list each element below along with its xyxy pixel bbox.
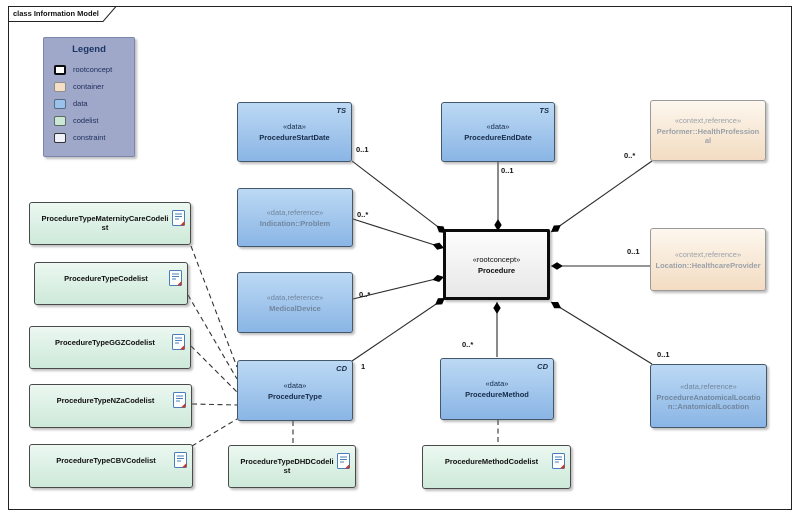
- document-icon: [169, 270, 182, 286]
- node-name: ProcedureTypeMaternityCareCodelist: [41, 214, 169, 232]
- multiplicity-anatomical-location: 0..1: [657, 350, 670, 359]
- stereotype-label: «data,reference»: [266, 207, 324, 217]
- node-name: Procedure: [477, 265, 516, 275]
- document-icon: [172, 334, 185, 350]
- node-location-healthcareprovider[interactable]: «context,reference» Location::Healthcare…: [650, 228, 766, 291]
- multiplicity-end-date: 0..1: [501, 166, 514, 175]
- data-swatch: [54, 98, 66, 109]
- node-name: Location::HealthcareProvider: [655, 260, 761, 270]
- node-name: Performer::HealthProfessional: [656, 127, 760, 145]
- stereotype-label: «data»: [486, 122, 510, 131]
- node-name: ProcedureTypeCodelist: [64, 274, 148, 283]
- rootconcept-swatch: [54, 64, 66, 75]
- legend-item-container: container: [44, 78, 134, 95]
- stereotype-label: «data,reference»: [680, 381, 737, 391]
- node-proceduretype-cbv-codelist[interactable]: ProcedureTypeCBVCodelist: [29, 444, 193, 488]
- node-name: ProcedureTypeCBVCodelist: [56, 456, 156, 465]
- node-name: ProcedureTypeDHDCodelist: [240, 457, 334, 475]
- legend-item-rootconcept: rootconcept: [44, 61, 134, 78]
- node-proceduretype-dhd-codelist[interactable]: ProcedureTypeDHDCodelist: [228, 445, 356, 488]
- stereotype-label: «data»: [283, 380, 307, 390]
- node-name: ProcedureType: [267, 391, 323, 401]
- node-proceduretype-ggz-codelist[interactable]: ProcedureTypeGGZCodelist: [29, 326, 191, 369]
- multiplicity-procedure-type: 1: [361, 362, 366, 371]
- legend: Legend rootconcept container data codeli…: [43, 37, 135, 157]
- legend-title: Legend: [72, 44, 106, 55]
- node-name: MedicalDevice: [269, 303, 321, 313]
- stereotype-label: «context,reference»: [674, 116, 742, 125]
- node-name: Indication::Problem: [259, 218, 331, 228]
- multiplicity-medical-device: 0..*: [359, 290, 371, 299]
- document-icon: [173, 392, 186, 408]
- node-procedure-end-date[interactable]: TS «data» ProcedureEndDate: [441, 102, 555, 162]
- multiplicity-start-date: 0..1: [356, 145, 369, 154]
- node-name: ProcedureMethodCodelist: [444, 457, 539, 466]
- stereotype-label: «data,reference»: [266, 292, 324, 302]
- node-proceduretype-codelist[interactable]: ProcedureTypeCodelist: [34, 262, 188, 305]
- multiplicity-performer: 0..*: [624, 151, 636, 160]
- document-icon: [552, 453, 565, 469]
- node-proceduretype-maternitycare-codelist[interactable]: ProcedureTypeMaternityCareCodelist: [29, 202, 191, 245]
- container-swatch: [54, 81, 66, 92]
- datatype-label: CD: [336, 364, 347, 373]
- document-icon: [174, 452, 187, 468]
- legend-item-codelist: codelist: [44, 112, 134, 129]
- node-proceduremethod-codelist[interactable]: ProcedureMethodCodelist: [422, 445, 571, 489]
- stereotype-label: «context,reference»: [674, 249, 742, 259]
- multiplicity-indication: 0..*: [357, 210, 369, 219]
- node-name: ProcedureTypeNZaCodelist: [56, 396, 155, 405]
- stereotype-label: «data»: [283, 122, 306, 131]
- node-performer-healthprofessional[interactable]: «context,reference» Performer::HealthPro…: [650, 100, 766, 161]
- multiplicity-location: 0..1: [627, 247, 640, 256]
- node-name: ProcedureMethod: [465, 390, 529, 399]
- document-icon: [172, 210, 185, 226]
- node-procedure-method[interactable]: CD «data» ProcedureMethod: [440, 358, 554, 420]
- datatype-label: CD: [537, 362, 548, 371]
- stereotype-label: «data»: [485, 379, 509, 388]
- legend-item-constraint: constraint: [44, 129, 134, 146]
- node-procedure[interactable]: «rootconcept» Procedure: [443, 229, 550, 300]
- stereotype-label: «rootconcept»: [472, 254, 521, 264]
- node-medical-device[interactable]: «data,reference» MedicalDevice: [237, 272, 353, 333]
- node-procedure-start-date[interactable]: TS «data» ProcedureStartDate: [237, 102, 352, 162]
- node-procedure-anatomical-location[interactable]: «data,reference» ProcedureAnatomicalLoca…: [650, 364, 767, 428]
- codelist-swatch: [54, 115, 66, 126]
- datatype-label: TS: [336, 106, 346, 115]
- node-name: ProcedureTypeGGZCodelist: [55, 338, 155, 347]
- multiplicity-procedure-method: 0..*: [462, 340, 474, 349]
- legend-item-data: data: [44, 95, 134, 112]
- node-proceduretype-nza-codelist[interactable]: ProcedureTypeNZaCodelist: [29, 384, 192, 428]
- node-name: ProcedureStartDate: [259, 133, 330, 142]
- node-procedure-type[interactable]: CD «data» ProcedureType: [237, 360, 353, 421]
- node-indication-problem[interactable]: «data,reference» Indication::Problem: [237, 188, 353, 247]
- diagram-frame-title: class Information Model: [13, 9, 99, 18]
- node-name: ProcedureAnatomicalLocation::AnatomicalL…: [656, 392, 761, 411]
- node-name: ProcedureEndDate: [464, 133, 532, 142]
- constraint-swatch: [54, 132, 66, 143]
- datatype-label: TS: [539, 106, 549, 115]
- document-icon: [337, 453, 350, 469]
